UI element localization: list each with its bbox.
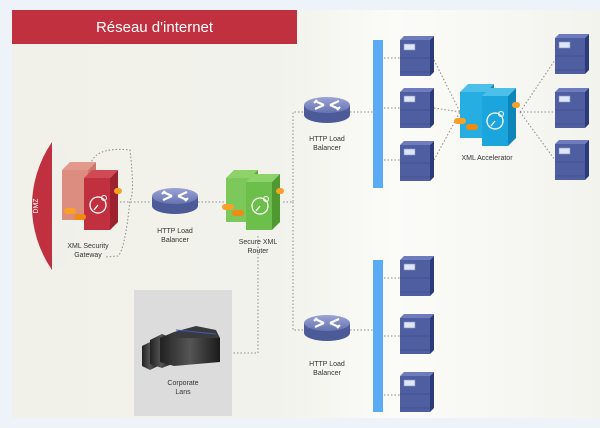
- corporate-lans[interactable]: Corporate Lans: [142, 326, 220, 396]
- server-icon[interactable]: [399, 35, 435, 77]
- xml-accelerator[interactable]: XML Accelerator: [454, 84, 520, 162]
- http-load-balancer-bottom[interactable]: HTTP Load Balancer: [302, 313, 352, 377]
- server-icon[interactable]: [399, 255, 435, 297]
- http-load-balancer-top[interactable]: HTTP Load Balancer: [302, 95, 352, 152]
- lb-bottom-label-line1: HTTP Load: [309, 361, 345, 368]
- connections: [89, 57, 556, 396]
- router-icon: [302, 95, 352, 125]
- dmz-label: DMZ: [33, 198, 40, 214]
- secure-xml-router[interactable]: Secure XML Router: [222, 170, 284, 255]
- accelerator-label: XML Accelerator: [461, 155, 513, 162]
- lb-bottom-label-line2: Balancer: [313, 370, 341, 377]
- http-load-balancer-main[interactable]: HTTP Load Balancer: [150, 186, 200, 244]
- diagram-title: Réseau d'internet: [95, 18, 214, 36]
- gateway-label-line1: XML Security: [67, 243, 109, 250]
- lb-top-label-line2: Balancer: [313, 145, 341, 152]
- router-icon: [150, 186, 200, 216]
- xml-router-label-line1: Secure XML: [239, 239, 278, 246]
- accelerator-icon: [454, 84, 520, 146]
- server-icon[interactable]: [554, 33, 590, 75]
- server-icon[interactable]: [399, 313, 435, 355]
- server-icon[interactable]: [554, 87, 590, 129]
- lb-main-label-line1: HTTP Load: [157, 228, 193, 235]
- gateway-label-line2: Gateway: [74, 252, 102, 259]
- server-icon[interactable]: [399, 371, 435, 413]
- gateway-icon: [62, 162, 122, 230]
- lb-top-label-line1: HTTP Load: [309, 136, 345, 143]
- lb-main-label-line2: Balancer: [161, 237, 189, 244]
- xml-security-gateway[interactable]: XML Security Gateway: [62, 162, 122, 259]
- xml-router-label-line2: Router: [247, 248, 269, 255]
- corporate-label-line1: Corporate: [167, 380, 198, 387]
- title-bar: Réseau d'internet: [12, 10, 297, 44]
- network-bus-bottom: [373, 260, 383, 412]
- corporate-label-line2: Lans: [175, 389, 191, 396]
- server-icon[interactable]: [399, 87, 435, 129]
- xml-router-icon: [222, 170, 284, 230]
- server-icon[interactable]: [399, 140, 435, 182]
- network-bus-top: [373, 40, 383, 188]
- datacenter-icon: [142, 326, 220, 370]
- router-icon: [302, 313, 352, 343]
- server-icon[interactable]: [554, 139, 590, 181]
